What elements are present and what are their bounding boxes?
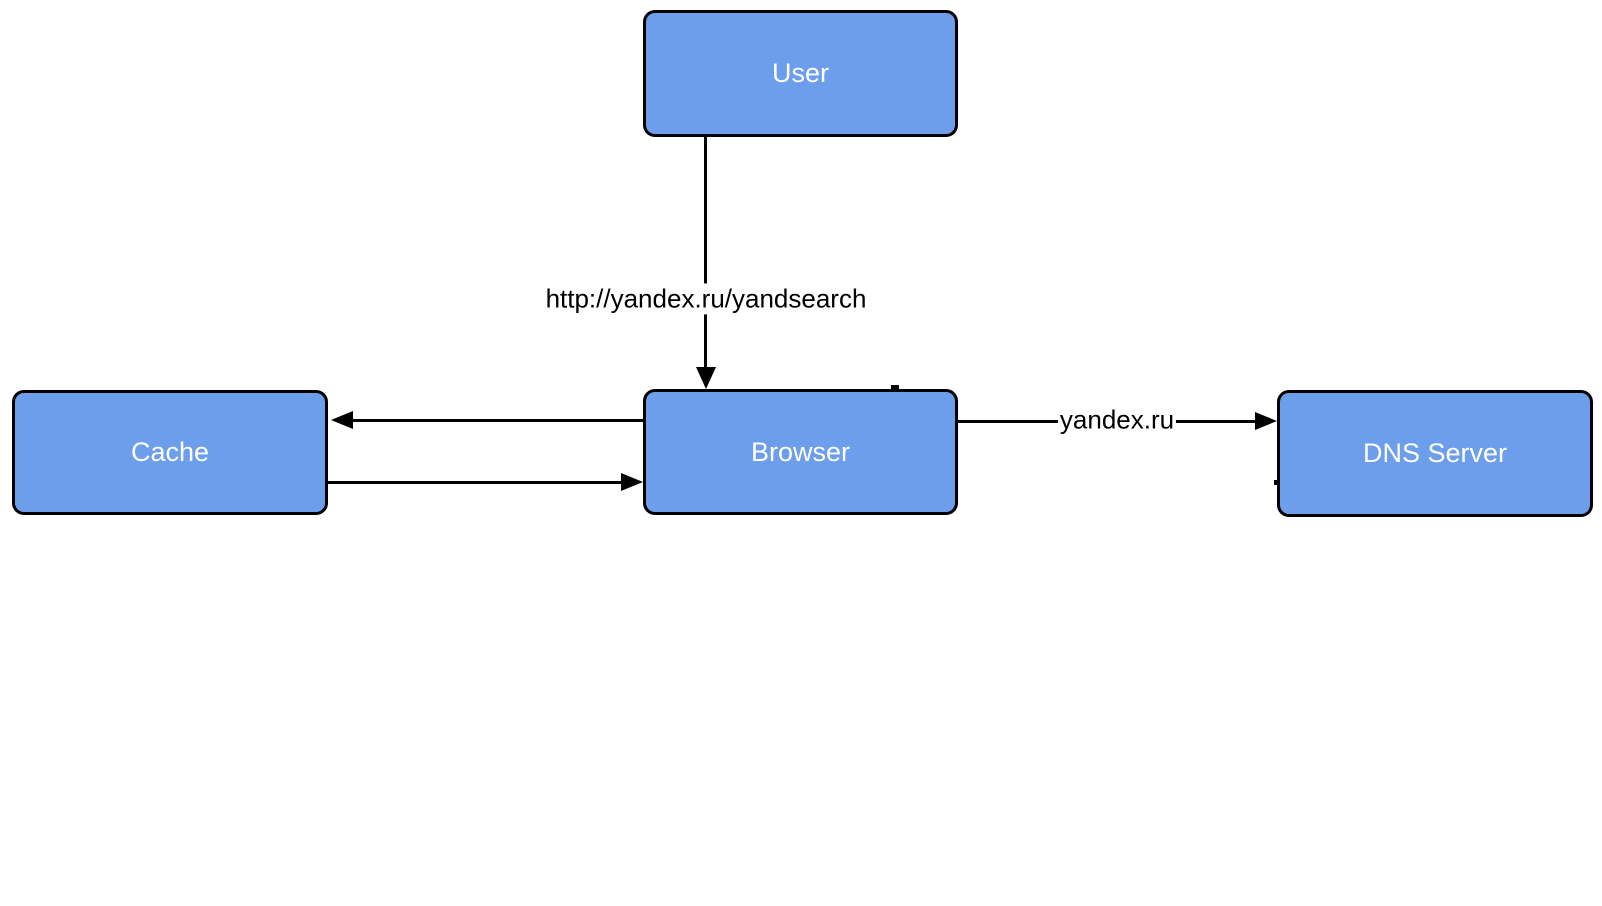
connector-stub-dns <box>1274 480 1279 485</box>
node-cache: Cache <box>12 390 328 515</box>
node-browser: Browser <box>643 389 958 515</box>
node-browser-label: Browser <box>750 436 851 467</box>
connector-stub-browser <box>891 385 899 389</box>
node-dns: DNS Server <box>1277 390 1593 517</box>
edge-label-browser-to-dns: yandex.ru <box>1057 404 1177 436</box>
edge-cache-to-browser-arrowhead <box>621 473 643 491</box>
edge-browser-to-cache-line <box>353 419 643 422</box>
edge-user-to-browser-arrowhead <box>696 367 716 389</box>
edge-cache-to-browser-line <box>328 481 621 484</box>
edge-user-to-browser-line <box>704 137 707 369</box>
node-dns-label: DNS Server <box>1362 438 1508 468</box>
node-user-label: User <box>771 58 829 88</box>
node-user: User <box>643 10 958 137</box>
edge-browser-to-cache-arrowhead <box>331 411 353 429</box>
edge-label-user-to-browser: http://yandex.ru/yandsearch <box>543 283 869 315</box>
node-cache-label: Cache <box>130 437 210 467</box>
edge-browser-to-dns-arrowhead <box>1255 412 1277 430</box>
